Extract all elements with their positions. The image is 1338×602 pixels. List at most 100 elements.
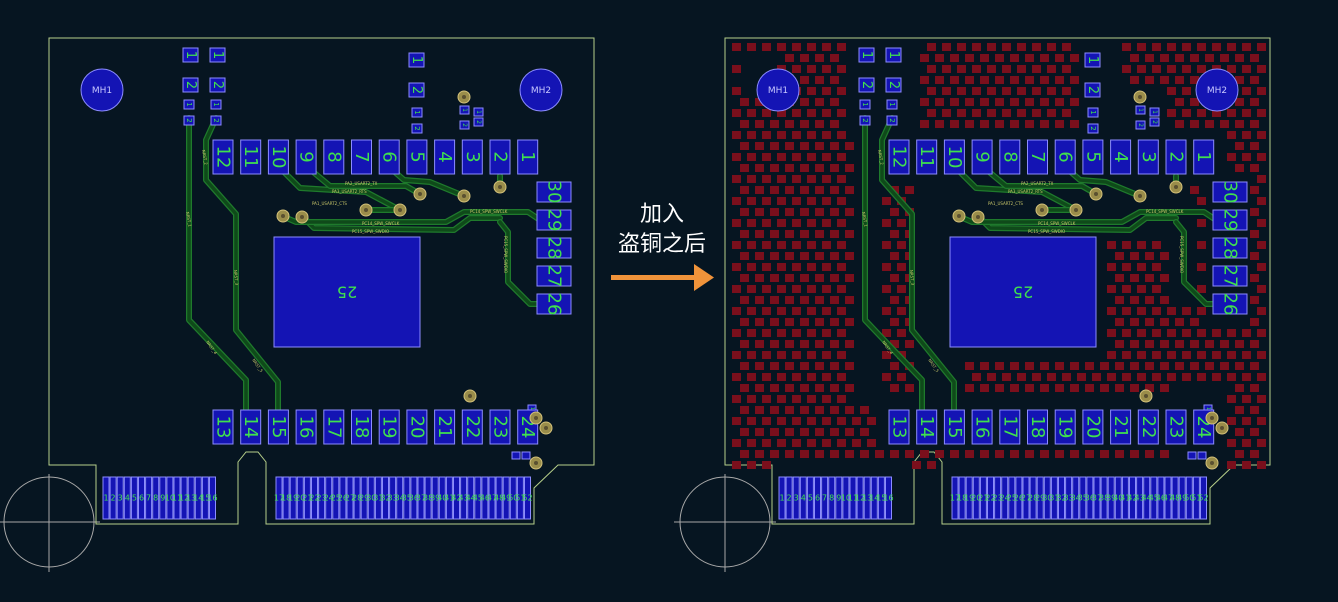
pad-label: 52: [1198, 494, 1208, 503]
pad-label: 33: [1064, 494, 1074, 503]
via-drill: [1138, 95, 1142, 99]
pad-label: 21: [978, 494, 988, 503]
thieving-square: [732, 329, 741, 337]
thieving-square: [1175, 76, 1184, 84]
thieving-square: [740, 340, 749, 348]
pad: [289, 476, 297, 520]
thieving-square: [755, 318, 764, 326]
thieving-square: [800, 296, 809, 304]
thieving-square: [822, 417, 831, 425]
thieving-square: [1250, 362, 1259, 370]
thieving-square: [800, 230, 809, 238]
pad: [417, 476, 425, 520]
thieving-square: [822, 109, 831, 117]
thieving-square: [920, 450, 929, 458]
pad-label: 51: [515, 494, 525, 503]
via-drill: [364, 208, 368, 212]
trace-label: PC14_SPW_SWCLK: [362, 221, 400, 226]
pad: [116, 476, 124, 520]
thieving-square: [1025, 98, 1034, 106]
pad-label: 9: [160, 494, 165, 503]
thieving-square: [845, 186, 854, 194]
pad: [1065, 476, 1073, 520]
thieving-square: [1220, 340, 1229, 348]
pad-label: 1: [529, 407, 535, 410]
pad-label: 2: [1151, 120, 1158, 124]
pad-label: 2: [409, 86, 424, 94]
thieving-square: [747, 461, 756, 469]
thieving-square: [1197, 373, 1206, 381]
thieving-square: [1227, 153, 1236, 161]
thieving-square: [1122, 307, 1131, 315]
thieving-square: [807, 439, 816, 447]
thieving-square: [770, 428, 779, 436]
pad-label: 2: [111, 494, 116, 503]
thieving-square: [1257, 197, 1266, 205]
thieving-square: [732, 307, 741, 315]
thieving-square: [995, 362, 1004, 370]
pad: [979, 476, 987, 520]
thieving-square: [815, 142, 824, 150]
pad: [411, 123, 423, 134]
thieving-square: [747, 175, 756, 183]
pad-label: 12: [889, 146, 910, 169]
thieving-square: [815, 186, 824, 194]
pad-label: 39: [1106, 494, 1116, 503]
pad-label: 23: [1166, 416, 1187, 439]
thieving-square: [740, 274, 749, 282]
trace-label: NRST_1: [185, 211, 193, 227]
pad: [536, 237, 572, 259]
pad-label: 1: [409, 56, 424, 64]
pad: [474, 476, 482, 520]
thieving-square: [815, 384, 824, 392]
thieving-square: [920, 98, 929, 106]
thieving-square: [1257, 351, 1266, 359]
thieving-square: [1175, 362, 1184, 370]
thieving-square: [815, 450, 824, 458]
pad-label: 9: [972, 151, 993, 162]
trace-label: PA2_USART2_TX: [1021, 181, 1054, 186]
thieving-square: [822, 197, 831, 205]
thieving-square: [830, 450, 839, 458]
trace-core: [187, 116, 248, 420]
thieving-square: [807, 241, 816, 249]
pad: [886, 115, 898, 126]
thieving-square: [1145, 318, 1154, 326]
thieving-square: [807, 219, 816, 227]
trace-core: [880, 116, 956, 420]
pad: [1136, 476, 1144, 520]
pad-label: 26: [1014, 494, 1024, 503]
thieving-square: [1130, 362, 1139, 370]
thieving-square: [785, 54, 794, 62]
thieving-square: [1227, 439, 1236, 447]
thieving-square: [1242, 373, 1251, 381]
pcb-board-after: PA2_USART2_TXPA3_USART2_RTSPA1_USART2_CT…: [674, 37, 1271, 572]
pad-label: 2: [413, 126, 421, 130]
thieving-square: [1167, 87, 1176, 95]
thieving-square: [890, 296, 899, 304]
thieving-square: [785, 120, 794, 128]
trace-core: [498, 220, 542, 306]
thieving-square: [1152, 307, 1161, 315]
pad: [885, 476, 892, 520]
pad: [240, 409, 262, 445]
thieving-square: [1002, 87, 1011, 95]
thieving-square: [747, 439, 756, 447]
pad: [311, 476, 318, 520]
pad: [346, 476, 354, 520]
pad-label: 27: [1021, 494, 1031, 503]
pad: [183, 115, 195, 126]
thieving-square: [1122, 43, 1131, 51]
thieving-square: [807, 153, 816, 161]
thieving-square: [800, 318, 809, 326]
thieving-square: [972, 87, 981, 95]
thieving-square: [860, 450, 869, 458]
thieving-square: [935, 450, 944, 458]
mounting-hole: [756, 68, 800, 112]
pad-label: 30: [1220, 181, 1241, 204]
thieving-square: [815, 208, 824, 216]
thieving-square: [1145, 76, 1154, 84]
pad: [806, 476, 814, 520]
thieving-square: [747, 197, 756, 205]
pad-label: 38: [423, 494, 433, 503]
